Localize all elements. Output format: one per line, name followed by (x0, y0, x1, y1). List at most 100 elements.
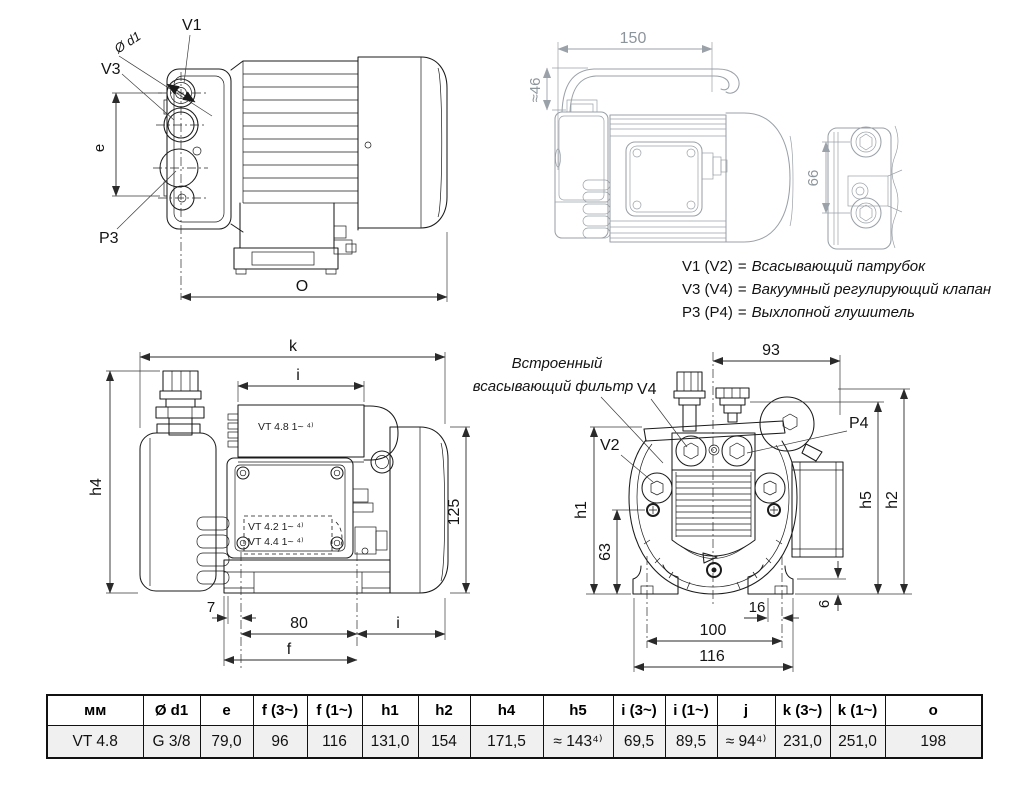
label-v2: V2 (600, 437, 620, 454)
cell-h2: 154 (417, 725, 471, 759)
dim-63-label: 63 (597, 543, 614, 561)
label-p3: P3 (99, 230, 119, 247)
pump-body-front (586, 352, 912, 648)
header-row: мм Ø d1 e f (3~) f (1~) h1 h2 h4 h5 i (3… (46, 694, 983, 726)
break-line (891, 125, 899, 249)
cooling-fins (582, 179, 611, 239)
legend-desc: Выхлопной глушитель (751, 304, 915, 321)
legend-equals: = (737, 258, 747, 275)
legend: V1 (V2)=Всасывающий патрубок V3 (V4)=Вак… (682, 255, 991, 324)
header-f3: f (3~) (252, 694, 308, 726)
legend-item-v3: V3 (V4)=Вакуумный регулирующий клапан (682, 278, 991, 301)
view-side-ports: e O V1 V3 P3 Ø d1 (91, 17, 448, 302)
legend-desc: Вакуумный регулирующий клапан (751, 281, 992, 298)
dim-k-label: k (289, 338, 298, 355)
dim-h2: h2 (838, 388, 910, 595)
legend-equals: = (737, 304, 747, 321)
dim-6: 6 (797, 561, 846, 611)
dim-i-top-label: i (296, 367, 300, 384)
dim-93-label: 93 (762, 342, 780, 359)
dim-16: 16 (744, 598, 799, 622)
dim-100-label: 100 (700, 622, 727, 639)
dim-e: e (91, 92, 162, 197)
dim-66-label: 66 (805, 170, 822, 187)
p4-leader (746, 430, 848, 454)
header-h1: h1 (361, 694, 419, 726)
legend-code: V3 (V4) (682, 281, 733, 298)
cell-e: 79,0 (199, 725, 254, 759)
corner-screws (236, 466, 344, 550)
cell-o: 198 (884, 725, 983, 759)
v2-leader (620, 454, 654, 483)
cell-h4: 171,5 (469, 725, 544, 759)
cell-model: VT 4.8 (46, 725, 144, 759)
header-d1: Ø d1 (142, 694, 201, 726)
dim-150-label: 150 (620, 30, 647, 47)
view-side-bottom: VT 4.8 1~ ⁴⁾ VT 4.2 1~ ⁴⁾ VT 4.4 1~ ⁴⁾ (88, 338, 470, 668)
dim-h4: h4 (88, 370, 160, 594)
dim-125: 125 (446, 426, 470, 594)
dim-16-label: 16 (749, 599, 766, 616)
label-p4: P4 (849, 415, 869, 432)
mounting-screws (646, 503, 781, 517)
header-mm: мм (46, 694, 144, 726)
filter-note: Встроенный всасывающий фильтр (473, 355, 664, 464)
flange-fitting (715, 387, 750, 423)
valve-fitting-v4 (673, 371, 706, 432)
v3-leader (121, 73, 175, 121)
suction-fitting (155, 370, 205, 436)
label-v3: V3 (101, 61, 121, 78)
legend-item-v1: V1 (V2)=Всасывающий патрубок (682, 255, 991, 278)
dim-f-label: f (287, 641, 292, 658)
dim-100: 100 (646, 622, 783, 645)
variant-note-box (243, 515, 333, 555)
v1-leader (183, 34, 191, 84)
label-v1: V1 (182, 17, 202, 34)
dim-i-bottom: i (356, 598, 446, 640)
dim-46: ≈46 (527, 67, 588, 111)
header-f1: f (1~) (306, 694, 363, 726)
exhaust-muffler (759, 396, 815, 452)
dim-125-label: 125 (446, 499, 463, 526)
cooling-fins (196, 516, 230, 585)
dim-e-label: e (91, 144, 108, 152)
dim-7-label: 7 (207, 599, 215, 616)
view-side-handle: 150 ≈46 66 (527, 30, 903, 250)
rotation-arrow (702, 552, 718, 564)
dim-h5-label: h5 (858, 491, 875, 509)
legend-desc: Всасывающий патрубок (751, 258, 926, 275)
header-h5: h5 (542, 694, 614, 726)
dim-63: 63 (597, 509, 645, 595)
cell-k1: 251,0 (829, 725, 886, 759)
suction-port-v2 (641, 472, 673, 504)
legend-equals: = (737, 281, 747, 298)
dim-h1-label: h1 (573, 501, 590, 519)
cell-d1: G 3/8 (142, 725, 201, 759)
filter-note-line1: Встроенный (512, 355, 603, 372)
housing-ribs (643, 539, 783, 590)
dimension-table-wrap: мм Ø d1 e f (3~) f (1~) h1 h2 h4 h5 i (3… (46, 694, 983, 759)
dim-7: 7 (207, 596, 256, 624)
cell-k3: 231,0 (774, 725, 831, 759)
view-front: Встроенный всасывающий фильтр V4 V2 P4 9… (473, 342, 912, 672)
dim-h4-label: h4 (88, 478, 105, 496)
cell-h1: 131,0 (361, 725, 419, 759)
pump-body-side-2: VT 4.8 1~ ⁴⁾ VT 4.2 1~ ⁴⁾ VT 4.4 1~ ⁴⁾ (139, 370, 449, 668)
v4-leader (650, 398, 688, 448)
pump-body-handle-view (554, 68, 794, 243)
cell-f3: 96 (252, 725, 308, 759)
table-row-vt48: VT 4.8 G 3/8 79,0 96 116 131,0 154 171,5… (46, 725, 983, 759)
header-k1: k (1~) (829, 694, 886, 726)
header-e: e (199, 694, 254, 726)
dim-150: 150 (557, 30, 713, 170)
dim-116-label: 116 (699, 648, 725, 665)
header-h4: h4 (469, 694, 544, 726)
dim-o-label: O (296, 278, 308, 295)
cell-j: ≈ 94⁴⁾ (716, 725, 776, 759)
filter-note-line2: всасывающий фильтр (473, 378, 634, 395)
dim-o: O (180, 232, 448, 302)
legend-code: P3 (P4) (682, 304, 733, 321)
label-v4: V4 (637, 381, 657, 398)
header-h2: h2 (417, 694, 471, 726)
variant-label-1: VT 4.2 1~ ⁴⁾ (248, 521, 304, 533)
